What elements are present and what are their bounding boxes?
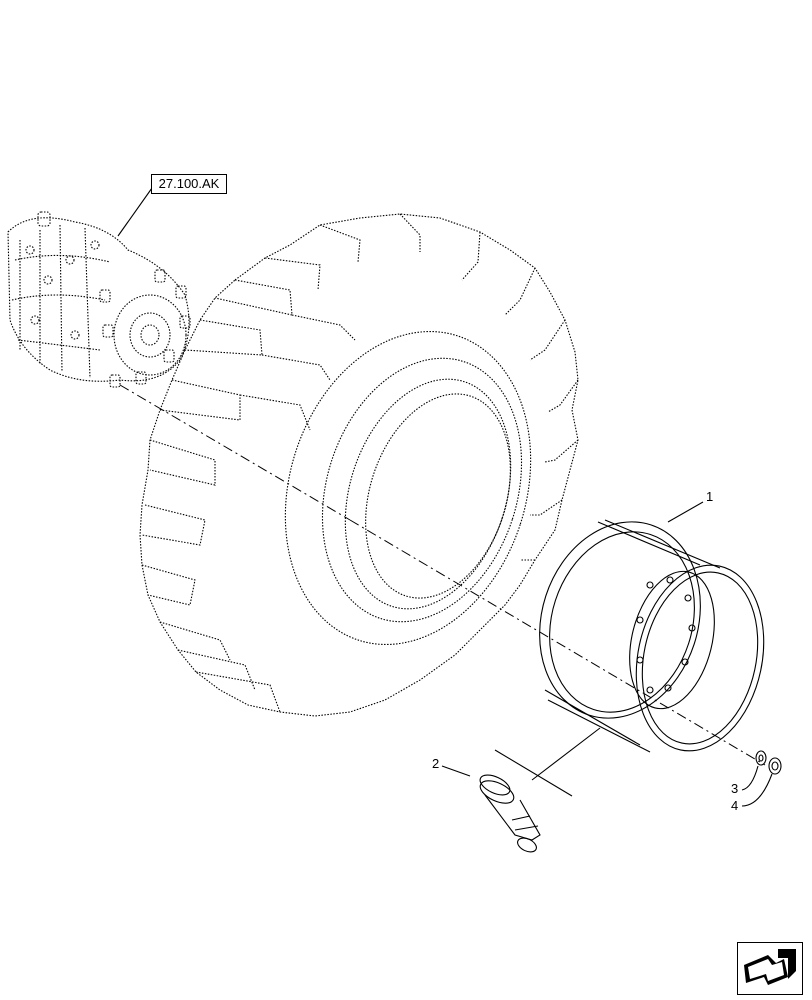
callout-2: 2 xyxy=(432,756,440,771)
return-arrow-icon xyxy=(744,949,796,985)
return-button[interactable] xyxy=(737,942,803,995)
centre-line xyxy=(119,384,766,766)
valve-stem xyxy=(479,774,541,853)
tire xyxy=(139,213,579,717)
callout-1: 1 xyxy=(706,489,714,504)
callout-4: 4 xyxy=(731,798,739,813)
rim xyxy=(539,519,765,753)
hub-assembly xyxy=(7,211,191,388)
callout-3: 3 xyxy=(731,781,739,796)
washer-nut xyxy=(755,750,782,775)
reference-link[interactable]: 27.100.AK xyxy=(151,174,227,194)
